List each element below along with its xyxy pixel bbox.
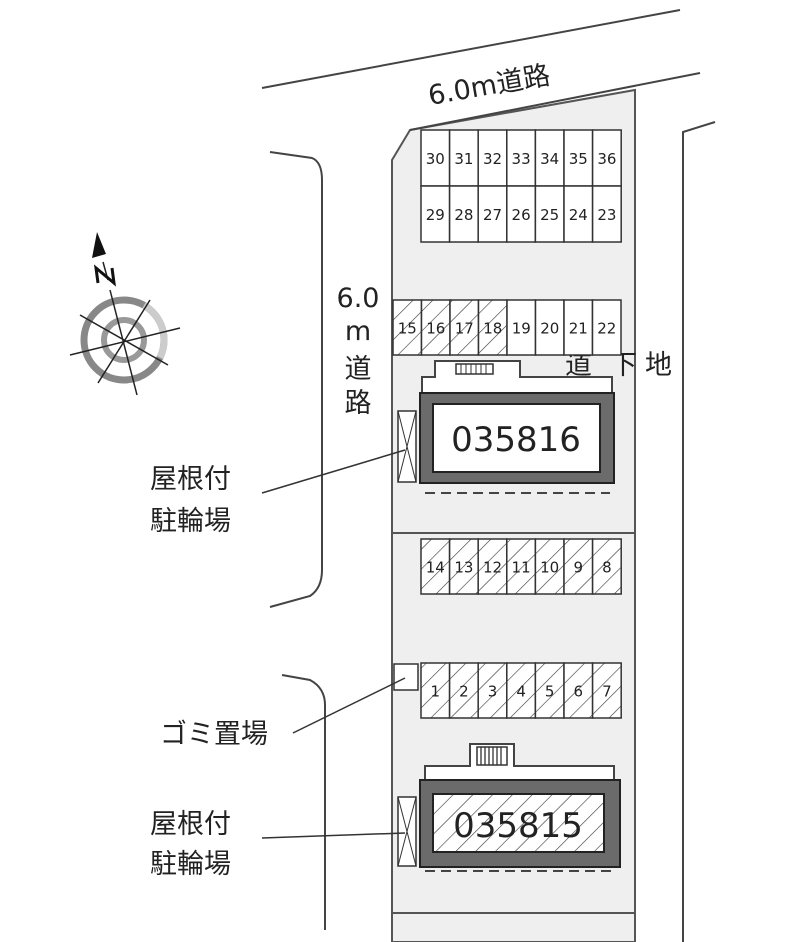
svg-text:地: 地	[645, 350, 672, 381]
parking-space	[420, 299, 451, 356]
parking-space	[477, 129, 508, 187]
bike-shelter-2	[397, 796, 417, 867]
parking-space	[534, 299, 565, 356]
parking-space-number: 36	[597, 150, 616, 168]
parking-space-number: 2	[459, 683, 469, 701]
parking-space-number: 24	[569, 206, 588, 224]
svg-text:m: m	[345, 316, 371, 347]
parking-space-number: 20	[540, 320, 559, 338]
left-road-edge-lower	[281, 674, 326, 930]
parking-space	[591, 185, 622, 243]
svg-text:道: 道	[345, 354, 372, 385]
north-compass-icon	[69, 232, 181, 396]
parking-space	[506, 299, 537, 356]
parking-space-number: 6	[574, 683, 584, 701]
top-road-label: 6.0m道路	[426, 60, 553, 112]
bike-shelter-1-label: 屋根付	[150, 464, 231, 495]
parking-space-number: 28	[454, 206, 473, 224]
parking-space-number: 4	[516, 683, 526, 701]
parking-space	[591, 538, 622, 595]
svg-text:6.0: 6.0	[337, 283, 380, 314]
parking-space	[448, 538, 479, 595]
parking-space	[563, 538, 594, 595]
parking-space-number: 7	[602, 683, 612, 701]
parking-space-number: 22	[597, 320, 616, 338]
parking-space-number: 13	[454, 559, 473, 577]
parking-space	[420, 538, 451, 595]
parking-space	[477, 662, 508, 719]
top-road-edge-lower	[409, 72, 701, 131]
parking-space	[563, 185, 594, 243]
bike-shelter-1-label-2: 駐輪場	[150, 506, 231, 537]
stairs-icon	[455, 363, 494, 375]
parking-space-number: 31	[454, 150, 473, 168]
left-road-edge-upper	[269, 151, 323, 608]
bike-shelter-2-label-2: 駐輪場	[150, 849, 231, 880]
parking-space	[591, 662, 622, 719]
parking-space-number: 19	[512, 320, 531, 338]
parking-space-number: 35	[569, 150, 588, 168]
parking-space-number: 32	[483, 150, 502, 168]
parking-space-number: 8	[602, 559, 612, 577]
parking-space-number: 33	[512, 150, 531, 168]
parking-space	[534, 662, 565, 719]
parking-space-number: 5	[545, 683, 555, 701]
parking-space-number: 1	[431, 683, 441, 701]
parking-space	[563, 662, 594, 719]
garbage-area	[393, 663, 419, 691]
building-035816: 035816	[419, 360, 615, 494]
parking-space-number: 18	[483, 320, 502, 338]
bike-shelter-2-label: 屋根付	[150, 809, 231, 840]
parking-space-number: 23	[597, 206, 616, 224]
parking-space-number: 14	[426, 559, 445, 577]
svg-text:路: 路	[345, 388, 372, 419]
parking-space-number: 21	[569, 320, 588, 338]
parking-space-number: 29	[426, 206, 445, 224]
right-road-edge	[682, 121, 716, 942]
parking-space-number: 25	[540, 206, 559, 224]
parking-space	[534, 185, 565, 243]
parking-space	[448, 185, 479, 243]
parking-space-number: 34	[540, 150, 559, 168]
garbage-label: ゴミ置場	[160, 719, 268, 750]
svg-text:035816: 035816	[451, 420, 581, 460]
parking-space-number: 26	[512, 206, 531, 224]
bike-shelter-1	[397, 410, 417, 483]
parking-space-number: 27	[483, 206, 502, 224]
left-road-label: 6.0 m 道 路	[337, 283, 380, 419]
parking-space	[449, 299, 480, 356]
parking-space-number: 30	[426, 150, 445, 168]
parking-space	[448, 129, 479, 187]
parking-space-number: 10	[540, 559, 559, 577]
parking-space	[563, 129, 594, 187]
parking-space-number: 15	[398, 320, 417, 338]
svg-text:035815: 035815	[453, 806, 583, 846]
parking-space	[420, 129, 451, 187]
parking-space	[591, 129, 622, 187]
parking-space-number: 11	[512, 559, 531, 577]
parking-space-number: 16	[426, 320, 445, 338]
parking-space-number: 3	[488, 683, 498, 701]
parking-space	[534, 538, 565, 595]
parking-space-number: 17	[455, 320, 474, 338]
parking-space	[591, 299, 622, 356]
building-035815: 035815	[419, 743, 621, 872]
top-road-edge	[261, 9, 681, 89]
parking-space-number: 12	[483, 559, 502, 577]
parking-space-number: 9	[574, 559, 584, 577]
